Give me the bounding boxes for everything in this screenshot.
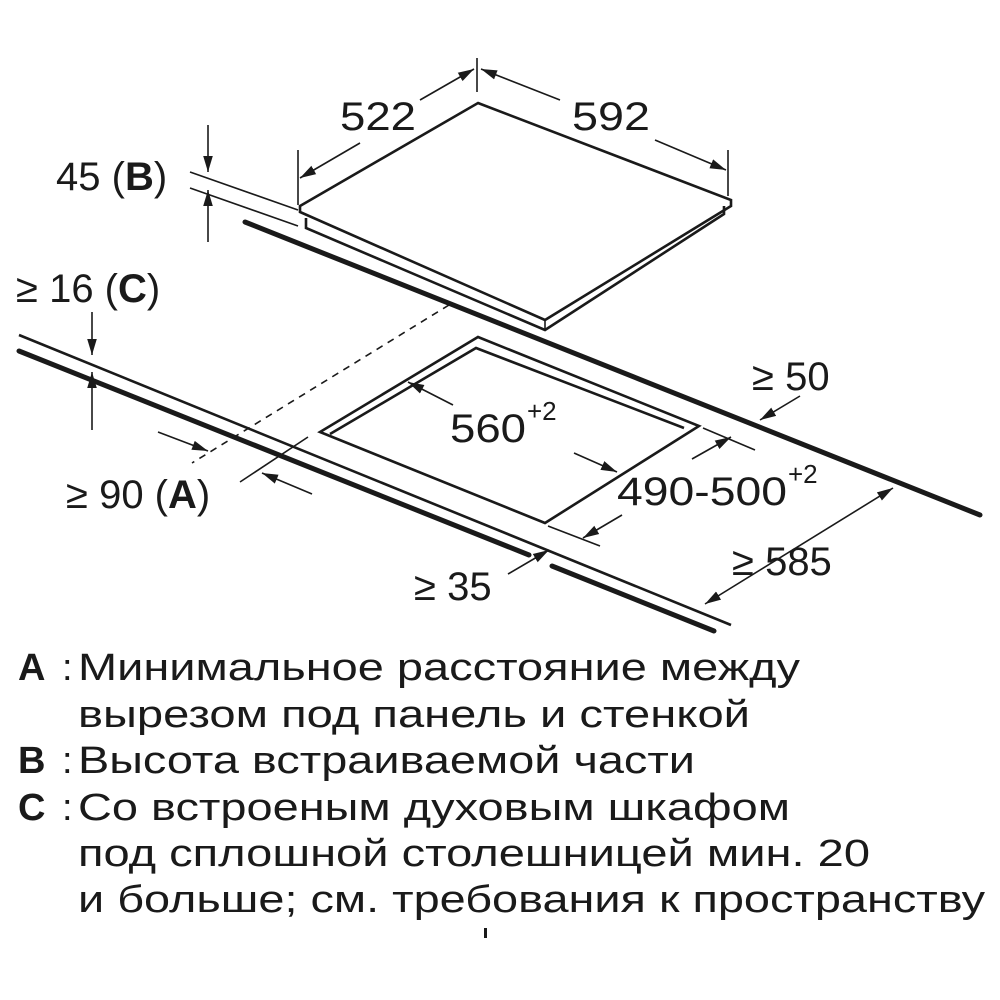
cutout-drawing bbox=[317, 335, 702, 525]
legend: A : Минимальное расстояние между вырезом… bbox=[18, 647, 985, 938]
dim-arrow bbox=[654, 139, 727, 171]
label-cutout-depth: 490-500 bbox=[617, 470, 787, 514]
legend-separator: : bbox=[62, 647, 73, 689]
dim-arrow bbox=[480, 68, 561, 101]
dim-arrow bbox=[299, 142, 361, 179]
label-built-in-height: 45 (B) bbox=[56, 155, 167, 199]
hob-body bbox=[304, 206, 726, 332]
legend-letter: B bbox=[18, 740, 45, 782]
legend-item-c: C : Со встроеным духовым шкафом под спло… bbox=[18, 787, 985, 921]
legend-text: Со встроеным духовым шкафом bbox=[78, 787, 790, 829]
cutout-outline bbox=[317, 335, 702, 525]
legend-text: Высота встраиваемой части bbox=[78, 740, 695, 782]
label-cutout-width-tolerance: +2 bbox=[527, 396, 557, 426]
label-front-clearance: ≥ 35 bbox=[414, 565, 492, 609]
legend-letter: C bbox=[18, 787, 45, 829]
extension-line bbox=[239, 436, 309, 483]
legend-letter: A bbox=[18, 647, 45, 689]
legend-text: Минимальное расстояние между bbox=[78, 647, 800, 689]
dim-arrow bbox=[419, 68, 475, 101]
hob-drawing bbox=[298, 101, 733, 332]
stray-mark bbox=[484, 928, 487, 938]
worktop-front-edge bbox=[16, 333, 732, 634]
label-cutout-width: 560 bbox=[450, 407, 526, 451]
legend-text: и больше; см. требования к пространству bbox=[78, 879, 985, 921]
label-cutout-depth-tolerance: +2 bbox=[788, 459, 818, 489]
legend-text: вырезом под панель и стенкой bbox=[78, 694, 750, 736]
legend-text: под сплошной столешницей мин. 20 bbox=[78, 833, 870, 875]
label-worktop-depth: ≥ 585 bbox=[732, 540, 832, 584]
legend-item-b: B : Высота встраиваемой части bbox=[18, 740, 695, 782]
legend-item-a: A : Минимальное расстояние между вырезом… bbox=[18, 647, 800, 736]
legend-separator: : bbox=[62, 787, 73, 829]
legend-separator: : bbox=[62, 740, 73, 782]
label-hob-depth: 522 bbox=[340, 95, 416, 139]
label-hob-width: 592 bbox=[572, 95, 650, 139]
worktop-rear-edge bbox=[242, 219, 983, 518]
label-worktop-thickness: ≥ 16 (C) bbox=[16, 267, 160, 311]
wall-projection-dashed-line bbox=[191, 304, 450, 464]
cutout-inner-rim bbox=[329, 346, 685, 436]
label-wall-distance: ≥ 90 (A) bbox=[66, 473, 210, 517]
label-rear-clearance: ≥ 50 bbox=[752, 355, 830, 399]
